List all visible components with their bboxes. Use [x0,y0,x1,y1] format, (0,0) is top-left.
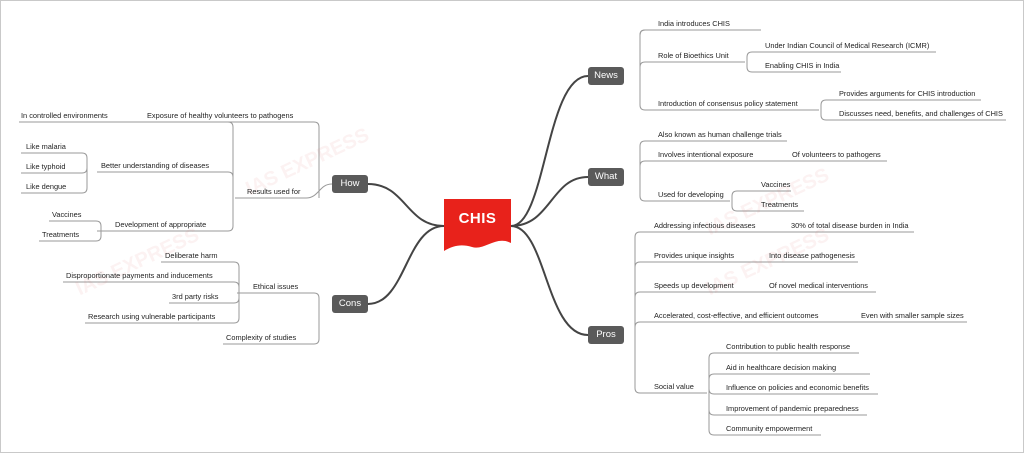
central-topic[interactable]: CHIS [444,199,511,253]
connector-how-detail [21,152,88,172]
cons-subitem: 3rd party risks [172,292,219,301]
connector-cons-subitem [85,293,240,324]
connector-how-detail [21,172,88,194]
how-detail: Like malaria [26,142,66,151]
cons-subitem: Deliberate harm [165,251,218,260]
pros-subitem: Into disease pathogenesis [769,251,855,260]
pros-item: Provides unique insights [654,251,735,260]
connector-how-subitem [97,198,234,232]
connector-pros [510,225,589,336]
branch-pros[interactable]: Pros [588,326,624,344]
pros-item: Accelerated, cost-effective, and efficie… [654,311,819,320]
connector-pros-item [634,231,914,335]
news-subitem: Discusses need, benefits, and challenges… [839,109,1003,118]
pros-subitem: 30% of total disease burden in India [791,221,909,230]
connector-how-subitem [19,121,320,198]
news-subitem: Under Indian Council of Medical Research… [765,41,930,50]
connector-news [510,75,589,227]
connector-how-detail [49,220,102,231]
pros-subitem: Aid in healthcare decision making [726,363,837,372]
connector-cons-item [223,304,320,345]
pros-subitem: Even with smaller sample sizes [861,311,964,320]
connector-pros-subitem [708,373,870,393]
how-subitem: Development of appropriate [115,220,207,229]
pros-subitem: Community empowerment [726,424,813,433]
how-detail: In controlled environments [21,111,108,120]
connector-pros-subitem [708,393,821,436]
connector-how [367,183,445,227]
connector-pros-subitem [708,352,859,393]
news-item: Role of Bioethics Unit [658,51,729,60]
connector-what-subitem [731,201,804,212]
cons-item: Complexity of studies [226,333,297,342]
cons-subitem: Research using vulnerable participants [88,312,216,321]
pros-subitem: Of novel medical interventions [769,281,869,290]
connector-pros-item [634,321,967,335]
news-subitem: Provides arguments for CHIS introduction [839,89,976,98]
connector-what-item [639,160,887,177]
connector-news-subitem [746,62,841,73]
how-detail: Like dengue [26,182,67,191]
connector-cons-subitem [63,281,240,293]
how-detail: Vaccines [52,210,82,219]
pros-subitem: Influence on policies and economic benef… [726,383,869,392]
connector-pros-subitem [708,388,878,395]
pros-item: Social value [654,382,694,391]
cons-item: Ethical issues [253,282,299,291]
branch-news[interactable]: News [588,67,624,85]
connector-what-item [639,177,730,202]
news-item: India introduces CHIS [658,19,730,28]
news-item: Introduction of consensus policy stateme… [658,99,798,108]
news-subitem: Enabling CHIS in India [765,61,840,70]
pros-item: Speeds up development [654,281,734,290]
branch-how[interactable]: How [332,175,368,193]
connector-how-item [235,183,333,199]
branch-what[interactable]: What [588,168,624,186]
connector-news-item [639,61,745,76]
connector-news-subitem [820,99,981,110]
how-detail: Treatments [42,230,80,239]
connector-pros-item [634,261,858,335]
what-subitem: Of volunteers to pathogens [792,150,881,159]
connector-what-subitem [731,190,791,201]
what-item: Also known as human challenge trials [658,130,782,139]
what-subitem: Vaccines [761,180,791,189]
connector-how-detail [39,231,102,242]
connector-what [510,176,589,227]
connector-how-subitem [227,121,234,198]
connector-cons-item [237,292,320,304]
central-topic-title: CHIS [458,210,497,227]
how-subitem: Exposure of healthy volunteers to pathog… [147,111,294,120]
how-item: Results used for [247,187,301,196]
central-topic-shape [444,199,511,251]
connector-news-subitem [746,51,936,62]
connector-pros-item [634,335,707,394]
pros-item: Addressing infectious diseases [654,221,756,230]
cons-subitem: Disproportionate payments and inducement… [66,271,213,280]
what-item: Involves intentional exposure [658,150,754,159]
connector-news-subitem [820,110,1006,121]
what-subitem: Treatments [761,200,799,209]
connector-what-item [639,140,787,177]
how-detail: Like typhoid [26,162,66,171]
connector-pros-item [634,291,876,335]
how-subitem: Better understanding of diseases [101,161,210,170]
pros-subitem: Improvement of pandemic preparedness [726,404,859,413]
what-item: Used for developing [658,190,724,199]
connector-how-subitem [97,171,234,198]
connector-news-item [639,76,819,111]
pros-subitem: Contribution to public health response [726,342,851,351]
connector-cons [367,225,445,305]
connector-cons-subitem [161,261,240,293]
connector-news-item [639,29,761,76]
connector-how-detail [21,167,88,174]
branch-cons[interactable]: Cons [332,295,368,313]
